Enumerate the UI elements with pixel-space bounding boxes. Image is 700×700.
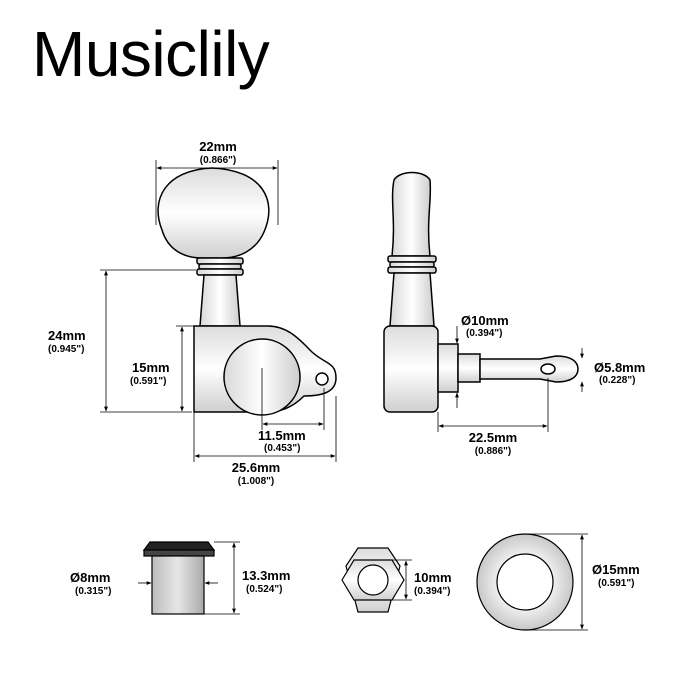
side-button xyxy=(391,171,432,257)
post-tip-diameter-inch: (0.228") xyxy=(599,375,635,386)
side-string-post xyxy=(457,353,481,383)
side-post-tip xyxy=(479,355,579,383)
nut-hole xyxy=(357,564,389,596)
button-width-inch: (0.866") xyxy=(200,155,236,166)
washer-diameter-label: Ø15mm xyxy=(592,562,640,577)
nut-size-label: 10mm xyxy=(414,570,452,585)
button-collar xyxy=(196,257,244,265)
side-dimension-lines xyxy=(437,326,584,432)
post-offset-inch: (0.453") xyxy=(264,443,300,454)
bushing-cap xyxy=(142,541,216,551)
tuner-button xyxy=(157,167,270,259)
dimension-labels: 22mm (0.866") 24mm (0.945") 15mm (0.591"… xyxy=(48,139,645,597)
bushing xyxy=(142,541,216,615)
washer-diameter-inch: (0.591") xyxy=(598,578,634,589)
bushing-body xyxy=(151,555,205,615)
brand-logo: Musiclily xyxy=(32,18,270,90)
post-diameter-inch: (0.394") xyxy=(466,328,502,339)
washer xyxy=(476,533,574,631)
post-tip-diameter-label: Ø5.8mm xyxy=(594,360,645,375)
post-length-label: 22.5mm xyxy=(469,430,517,445)
total-height-label: 24mm xyxy=(48,328,86,343)
post-length-inch: (0.886") xyxy=(475,446,511,457)
washer-hole xyxy=(496,553,554,611)
bushing-diameter-label: Ø8mm xyxy=(70,570,110,585)
tuner-shaft xyxy=(199,274,241,327)
housing-length-label: 25.6mm xyxy=(232,460,280,475)
bushing-dimension-lines xyxy=(138,541,240,615)
front-dimension-lines xyxy=(100,160,337,462)
string-hole xyxy=(540,363,556,375)
hex-nut xyxy=(341,547,405,613)
tuner-side-view xyxy=(383,171,579,413)
housing-length-inch: (1.008") xyxy=(238,476,274,487)
nut-size-inch: (0.394") xyxy=(414,586,450,597)
washer-dimension-lines xyxy=(525,533,588,631)
post-offset-label: 11.5mm xyxy=(258,428,306,443)
bushing-diameter-inch: (0.315") xyxy=(75,586,111,597)
total-height-inch: (0.945") xyxy=(48,344,84,355)
post-diameter-label: Ø10mm xyxy=(461,313,509,328)
bushing-height-inch: (0.524") xyxy=(246,584,282,595)
side-post-base xyxy=(437,343,459,393)
button-width-label: 22mm xyxy=(199,139,237,154)
tuner-front-view xyxy=(157,167,337,416)
bushing-height-label: 13.3mm xyxy=(242,568,290,583)
nut-dimension-lines xyxy=(392,559,412,601)
side-housing xyxy=(383,325,439,413)
housing-height-label: 15mm xyxy=(132,360,170,375)
screw-hole xyxy=(315,372,329,386)
housing-height-inch: (0.591") xyxy=(130,376,166,387)
